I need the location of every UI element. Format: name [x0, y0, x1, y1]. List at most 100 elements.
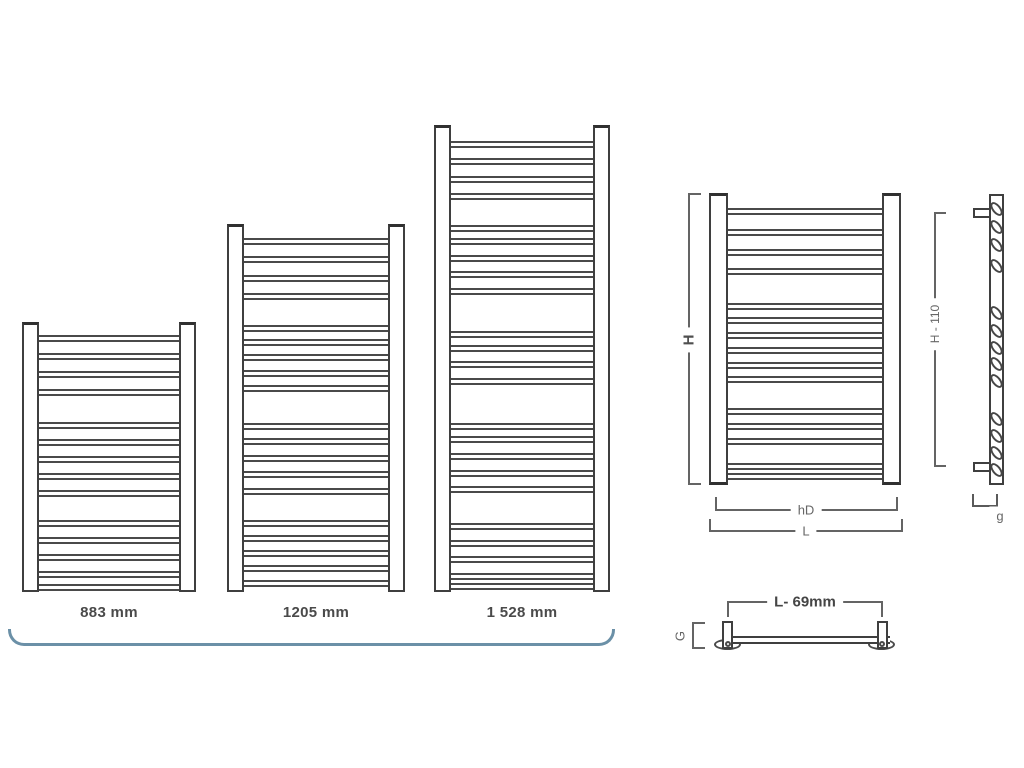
plan-view-pivot-right [879, 641, 885, 647]
h-dimension-tick-top [688, 193, 701, 195]
radiator-rail-right [593, 125, 610, 592]
radiator-tube [449, 423, 595, 430]
radiator-tube [37, 520, 181, 527]
radiator-tube [37, 335, 181, 342]
radiator-tube [449, 225, 595, 232]
radiator-tube [37, 353, 181, 360]
radiator-tube [449, 331, 595, 338]
l-dimension-tick-left [709, 519, 711, 532]
l69-dimension-label: L- 69mm [767, 591, 843, 613]
radiator-tube [242, 471, 390, 478]
plan-view-tube [722, 636, 890, 644]
l-dimension-tick-right [901, 519, 903, 532]
radiator-tube [449, 193, 595, 200]
size-label-medium: 1205 mm [282, 604, 350, 621]
radiator-tube [726, 208, 884, 215]
h110-dimension-label: H - 110 [926, 297, 944, 351]
side-view-ovals [988, 194, 1005, 485]
l69-dimension-tick-left [727, 601, 729, 617]
radiator-dimension-view [709, 193, 901, 485]
radiator-tube [449, 540, 595, 547]
radiator-tube [242, 275, 390, 282]
radiator-rail-right [882, 193, 901, 485]
radiator-tube [449, 288, 595, 295]
size-label-large: 1 528 mm [486, 604, 558, 621]
radiator-tube [449, 238, 595, 245]
radiator-tube [726, 332, 884, 339]
radiator-tube [242, 238, 390, 245]
radiator-tube [37, 473, 181, 480]
tube-section-oval [988, 371, 1005, 391]
radiator-front-small [22, 322, 196, 592]
hd-dimension-label: hD [790, 500, 822, 520]
radiator-rail-left [227, 224, 244, 592]
tube-section-oval [988, 235, 1005, 255]
radiator-rail-left [434, 125, 451, 592]
h-dimension-tick-bottom [688, 483, 701, 485]
radiator-tube [726, 229, 884, 236]
h-dimension-label: H [678, 327, 700, 353]
radiator-tube [449, 141, 595, 148]
radiator-tube [726, 438, 884, 445]
radiator-tube [726, 473, 884, 480]
radiator-tube [449, 453, 595, 460]
radiator-tube [726, 347, 884, 354]
hd-dimension-tick-right [896, 497, 898, 511]
gg-dimension-label: G [670, 623, 690, 649]
radiator-tube [37, 537, 181, 544]
tube-section-oval [988, 217, 1005, 237]
radiator-rail-right [179, 322, 196, 592]
radiator-tube [242, 339, 390, 346]
radiator-tube [242, 385, 390, 392]
radiator-tube [449, 378, 595, 385]
radiator-tube [242, 423, 390, 430]
radiator-tube [242, 520, 390, 527]
radiator-tube [37, 389, 181, 396]
tube-section-oval [988, 443, 1005, 463]
radiator-tube [449, 361, 595, 368]
radiator-tube [242, 354, 390, 361]
radiator-tube [242, 565, 390, 572]
plan-view-pivot-left [725, 641, 731, 647]
radiator-tube [242, 256, 390, 263]
radiator-tube [242, 370, 390, 377]
radiator-tube [37, 554, 181, 561]
radiator-tube [449, 158, 595, 165]
l69-dimension-tick-right [881, 601, 883, 617]
radiator-tube [726, 268, 884, 275]
radiator-tube [242, 535, 390, 542]
h110-dimension-tick-top [934, 212, 946, 214]
l-dimension-label: L [795, 521, 817, 541]
radiator-tube [37, 371, 181, 378]
gg-dimension-line [692, 622, 694, 649]
radiator-front-medium [227, 224, 405, 592]
tube-section-oval [988, 321, 1005, 341]
radiator-rail-right [388, 224, 405, 592]
g-dimension-bracket [972, 494, 998, 507]
tube-section-oval [988, 460, 1005, 480]
gg-dimension-tick-bottom [692, 647, 705, 649]
radiator-tube [242, 293, 390, 300]
radiator-tube [726, 376, 884, 383]
radiator-tube [37, 571, 181, 578]
radiator-tube [449, 436, 595, 443]
tube-section-oval [988, 338, 1005, 358]
radiator-tube [726, 463, 884, 470]
radiator-rail-left [709, 193, 728, 485]
gg-dimension-tick-top [692, 622, 705, 624]
radiator-tube [449, 470, 595, 477]
radiator-tube [449, 573, 595, 580]
tube-section-oval [988, 409, 1005, 429]
radiator-tube [37, 456, 181, 463]
tube-section-oval [988, 354, 1005, 374]
radiator-tube [449, 583, 595, 590]
radiator-tube [37, 422, 181, 429]
tube-section-oval [988, 426, 1005, 446]
radiator-tube [242, 455, 390, 462]
tube-section-oval [988, 199, 1005, 219]
radiator-tube [37, 490, 181, 497]
radiator-tube [726, 362, 884, 369]
tube-section-oval [988, 303, 1005, 323]
g-dimension-label: g [989, 506, 1011, 526]
